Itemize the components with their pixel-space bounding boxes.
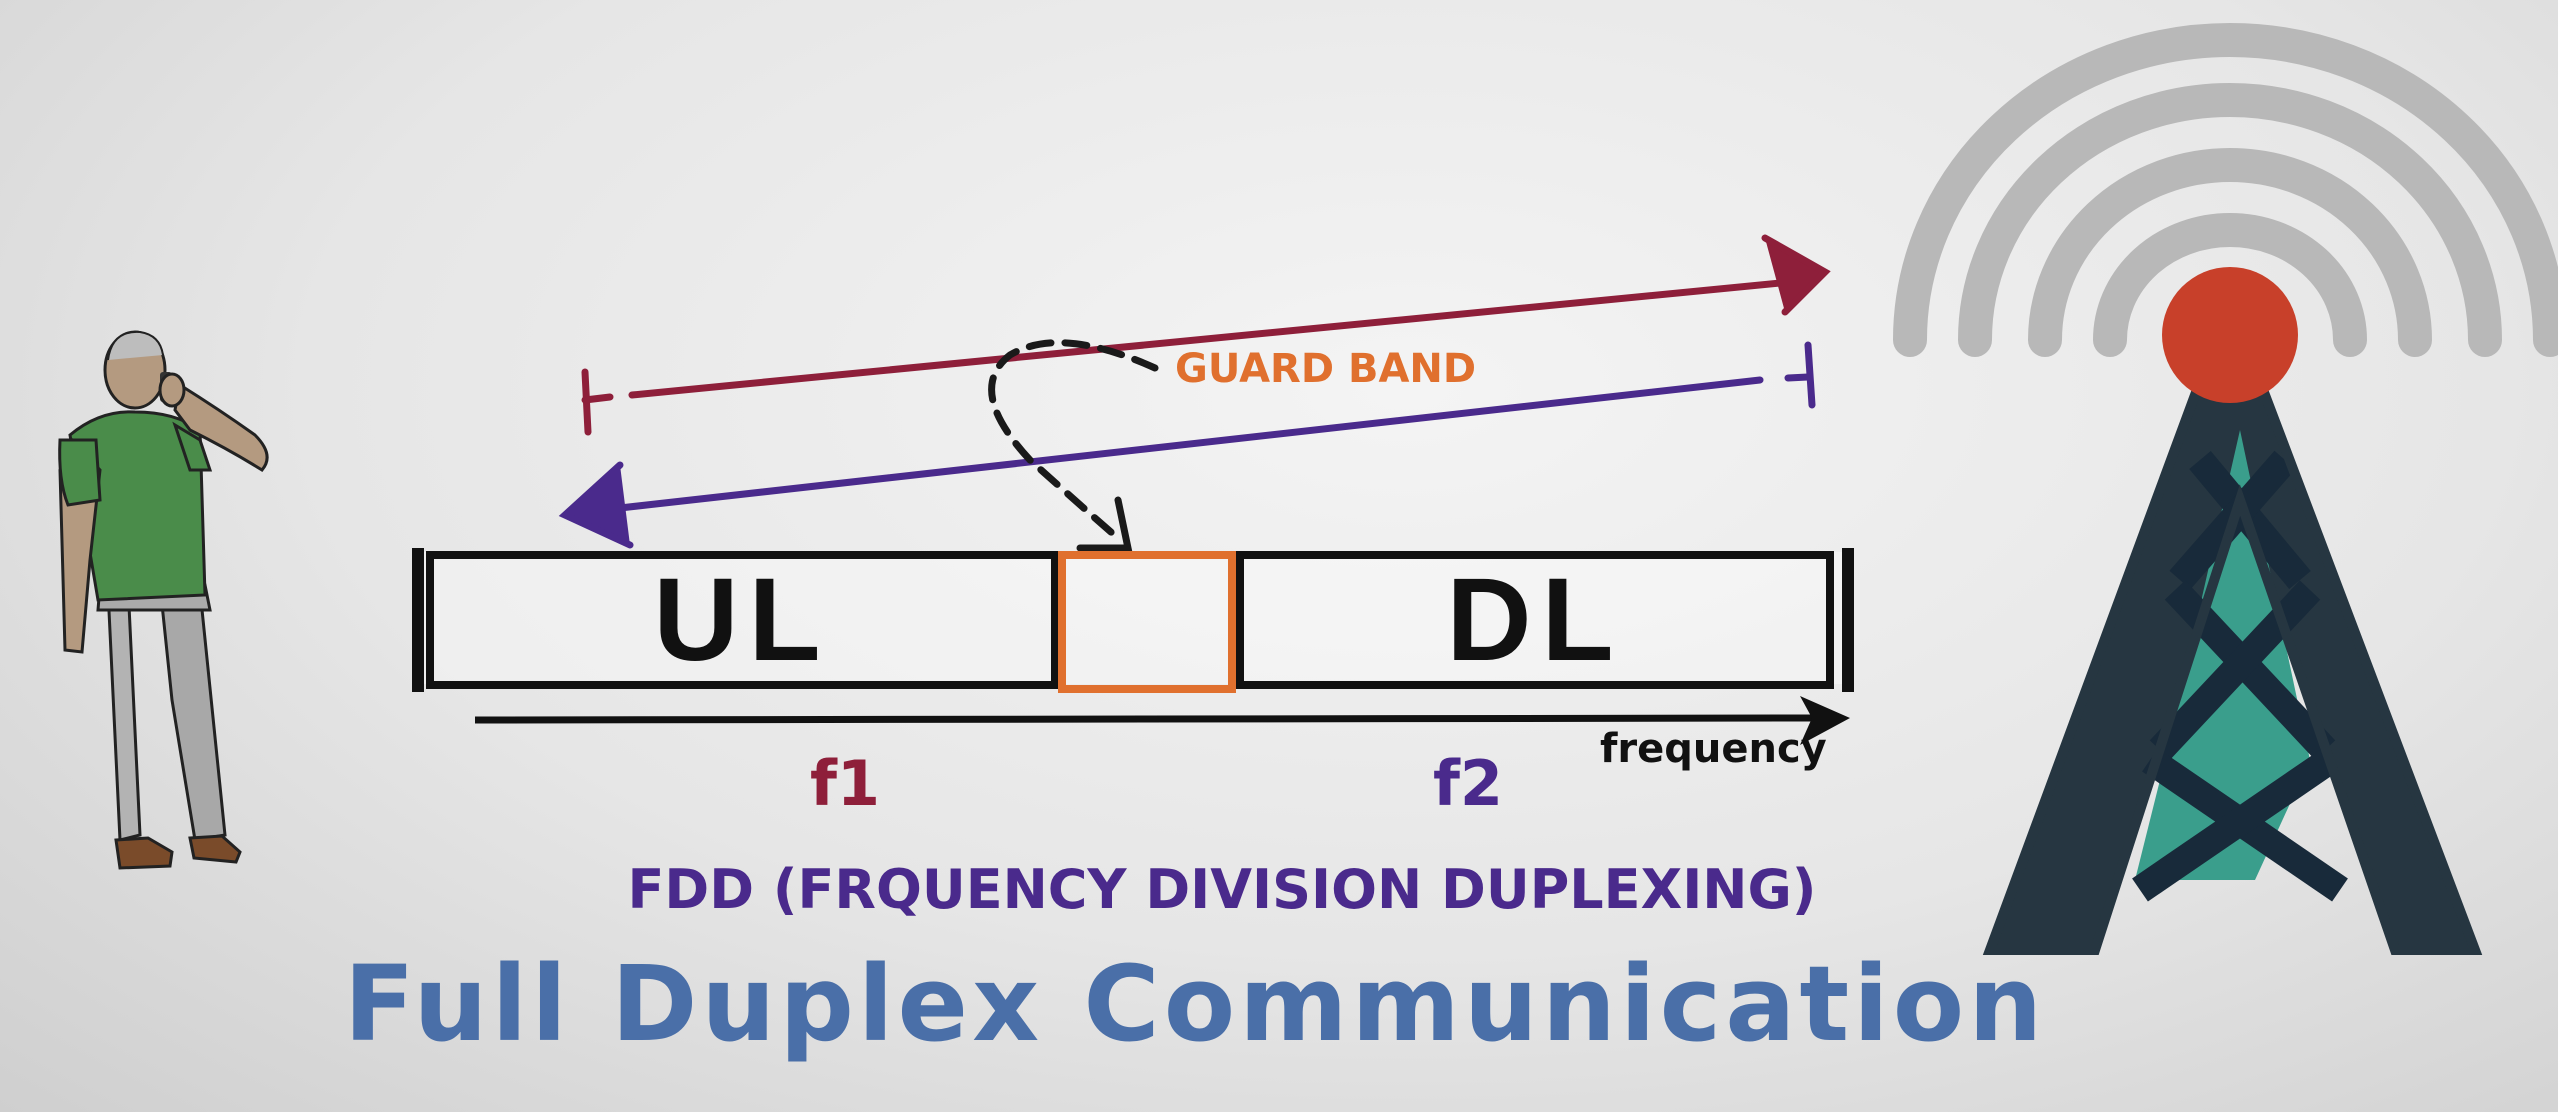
subtitle: FDD (FRQUENCY DIVISION DUPLEXING) (627, 858, 1816, 921)
uplink-arrow (581, 234, 1831, 436)
uplink-band (426, 551, 1059, 689)
signal-waves-icon (1893, 23, 2558, 357)
cell-tower-icon (1982, 267, 2483, 955)
page-title: Full Duplex Communication (344, 943, 2047, 1065)
frequency-axis-label: frequency (1600, 726, 1827, 772)
uplink-label: UL (653, 554, 830, 686)
f1-label: f1 (810, 747, 880, 820)
band-bar: UL DL (412, 548, 1854, 693)
guard-band (1058, 551, 1236, 693)
person-on-phone-icon (58, 330, 269, 870)
downlink-band (1236, 551, 1834, 689)
f2-label: f2 (1433, 747, 1503, 820)
downlink-label: DL (1446, 554, 1623, 686)
guard-band-label: GUARD BAND (1175, 346, 1476, 392)
frequency-axis: frequency (474, 696, 1850, 772)
downlink-arrow (558, 341, 1816, 549)
guard-band-pointer (988, 339, 1159, 552)
